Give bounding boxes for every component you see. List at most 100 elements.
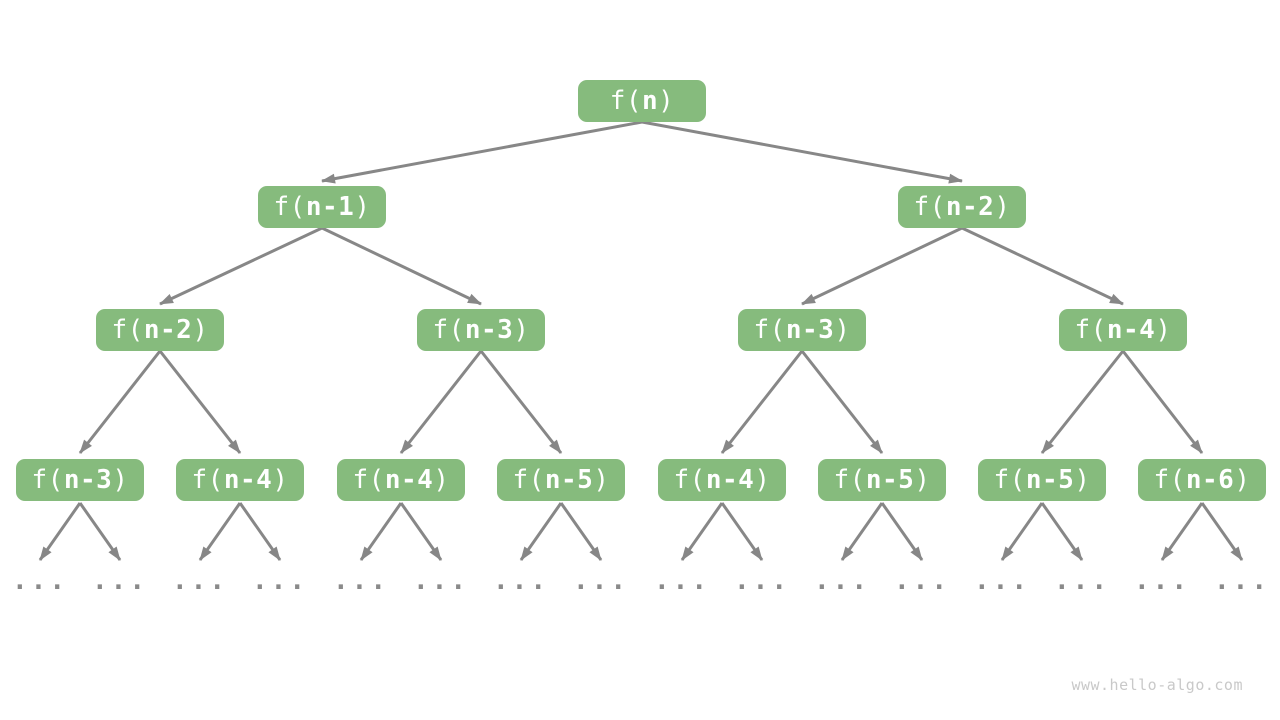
tree-node-f-n-2: f(n-2) — [96, 309, 224, 351]
arrow-edge — [321, 120, 643, 184]
ellipsis-leaf: ... — [12, 566, 68, 596]
arrow-edge — [801, 226, 963, 306]
node-label-prefix: f( — [753, 315, 786, 345]
node-label-var: n-3 — [63, 465, 113, 495]
arrow-edge — [78, 502, 122, 561]
tree-node-f-n-3: f(n-3) — [738, 309, 866, 351]
tree-node-f-n-6: f(n-6) — [1138, 459, 1266, 501]
node-label-var: n-2 — [143, 315, 193, 345]
node-label-prefix: f( — [1074, 315, 1107, 345]
node-label-suffix: ) — [994, 192, 1011, 222]
node-label-prefix: f( — [31, 465, 64, 495]
ellipsis-leaf: ... — [814, 566, 870, 596]
ellipsis-leaf: ... — [493, 566, 549, 596]
node-label-prefix: f( — [512, 465, 545, 495]
node-label-suffix: ) — [272, 465, 289, 495]
node-label-prefix: f( — [609, 86, 642, 116]
node-label-prefix: f( — [273, 192, 306, 222]
node-label-suffix: ) — [1155, 315, 1172, 345]
tree-node-f-n-1: f(n-1) — [258, 186, 386, 228]
node-label-prefix: f( — [673, 465, 706, 495]
tree-node-f-n-3: f(n-3) — [417, 309, 545, 351]
ellipsis-leaf: ... — [172, 566, 228, 596]
node-label-var: n-4 — [223, 465, 273, 495]
arrow-edge — [1000, 502, 1044, 561]
arrow-edge — [880, 502, 924, 561]
ellipsis-leaf: ... — [252, 566, 308, 596]
node-label-prefix: f( — [1153, 465, 1186, 495]
watermark: www.hello-algo.com — [1071, 676, 1243, 694]
ellipsis-leaf: ... — [654, 566, 710, 596]
arrow-edge — [1040, 350, 1125, 454]
tree-node-f-n: f(n) — [578, 80, 706, 122]
node-label-var: n-4 — [1106, 315, 1156, 345]
arrow-edge — [559, 502, 603, 561]
node-label-suffix: ) — [433, 465, 450, 495]
arrow-edge — [680, 502, 724, 561]
arrow-edge — [720, 502, 764, 561]
tree-node-f-n-2: f(n-2) — [898, 186, 1026, 228]
node-label-prefix: f( — [352, 465, 385, 495]
tree-node-f-n-5: f(n-5) — [978, 459, 1106, 501]
node-label-suffix: ) — [192, 315, 209, 345]
node-label-prefix: f( — [993, 465, 1026, 495]
node-label-var: n-6 — [1185, 465, 1235, 495]
arrow-edge — [479, 350, 563, 454]
arrow-edge — [519, 502, 563, 561]
node-label-prefix: f( — [111, 315, 144, 345]
arrow-edge — [399, 350, 483, 454]
tree-node-f-n-4: f(n-4) — [176, 459, 304, 501]
ellipsis-leaf: ... — [413, 566, 469, 596]
ellipsis-leaf: ... — [333, 566, 389, 596]
arrow-edge — [78, 350, 162, 454]
node-label-suffix: ) — [354, 192, 371, 222]
ellipsis-leaf: ... — [1214, 566, 1270, 596]
tree-node-f-n-4: f(n-4) — [658, 459, 786, 501]
arrow-edge — [1200, 502, 1244, 561]
node-label-suffix: ) — [593, 465, 610, 495]
tree-node-f-n-5: f(n-5) — [818, 459, 946, 501]
tree-node-f-n-4: f(n-4) — [337, 459, 465, 501]
node-label-var: n-1 — [305, 192, 355, 222]
arrow-edge — [641, 120, 963, 184]
node-label-var: n-5 — [544, 465, 594, 495]
ellipsis-leaf: ... — [1054, 566, 1110, 596]
node-label-var: n-5 — [865, 465, 915, 495]
node-label-prefix: f( — [432, 315, 465, 345]
arrow-edge — [198, 502, 242, 561]
node-label-var: n-4 — [705, 465, 755, 495]
node-label-suffix: ) — [754, 465, 771, 495]
node-label-var: n-3 — [785, 315, 835, 345]
arrow-edge — [238, 502, 282, 561]
ellipsis-leaf: ... — [1134, 566, 1190, 596]
ellipsis-leaf: ... — [734, 566, 790, 596]
arrow-edge — [399, 502, 443, 561]
arrow-edge — [359, 502, 403, 561]
tree-node-f-n-3: f(n-3) — [16, 459, 144, 501]
node-label-var: n-4 — [384, 465, 434, 495]
node-label-suffix: ) — [513, 315, 530, 345]
tree-node-f-n-5: f(n-5) — [497, 459, 625, 501]
ellipsis-leaf: ... — [894, 566, 950, 596]
arrow-edge — [38, 502, 82, 561]
node-label-var: n-3 — [464, 315, 514, 345]
arrow-edge — [1160, 502, 1204, 561]
arrow-edge — [800, 350, 884, 454]
arrow-edge — [1121, 350, 1204, 454]
node-label-suffix: ) — [112, 465, 129, 495]
tree-node-f-n-4: f(n-4) — [1059, 309, 1187, 351]
node-label-suffix: ) — [1074, 465, 1091, 495]
node-label-var: n-5 — [1025, 465, 1075, 495]
node-label-suffix: ) — [1234, 465, 1251, 495]
ellipsis-leaf: ... — [92, 566, 148, 596]
arrow-edge — [159, 226, 323, 306]
arrow-edge — [961, 226, 1124, 306]
node-label-prefix: f( — [833, 465, 866, 495]
node-label-suffix: ) — [658, 86, 675, 116]
node-label-prefix: f( — [913, 192, 946, 222]
ellipsis-leaf: ... — [573, 566, 629, 596]
arrow-edge — [720, 350, 804, 454]
node-label-var: n — [642, 86, 659, 116]
node-label-var: n-2 — [945, 192, 995, 222]
